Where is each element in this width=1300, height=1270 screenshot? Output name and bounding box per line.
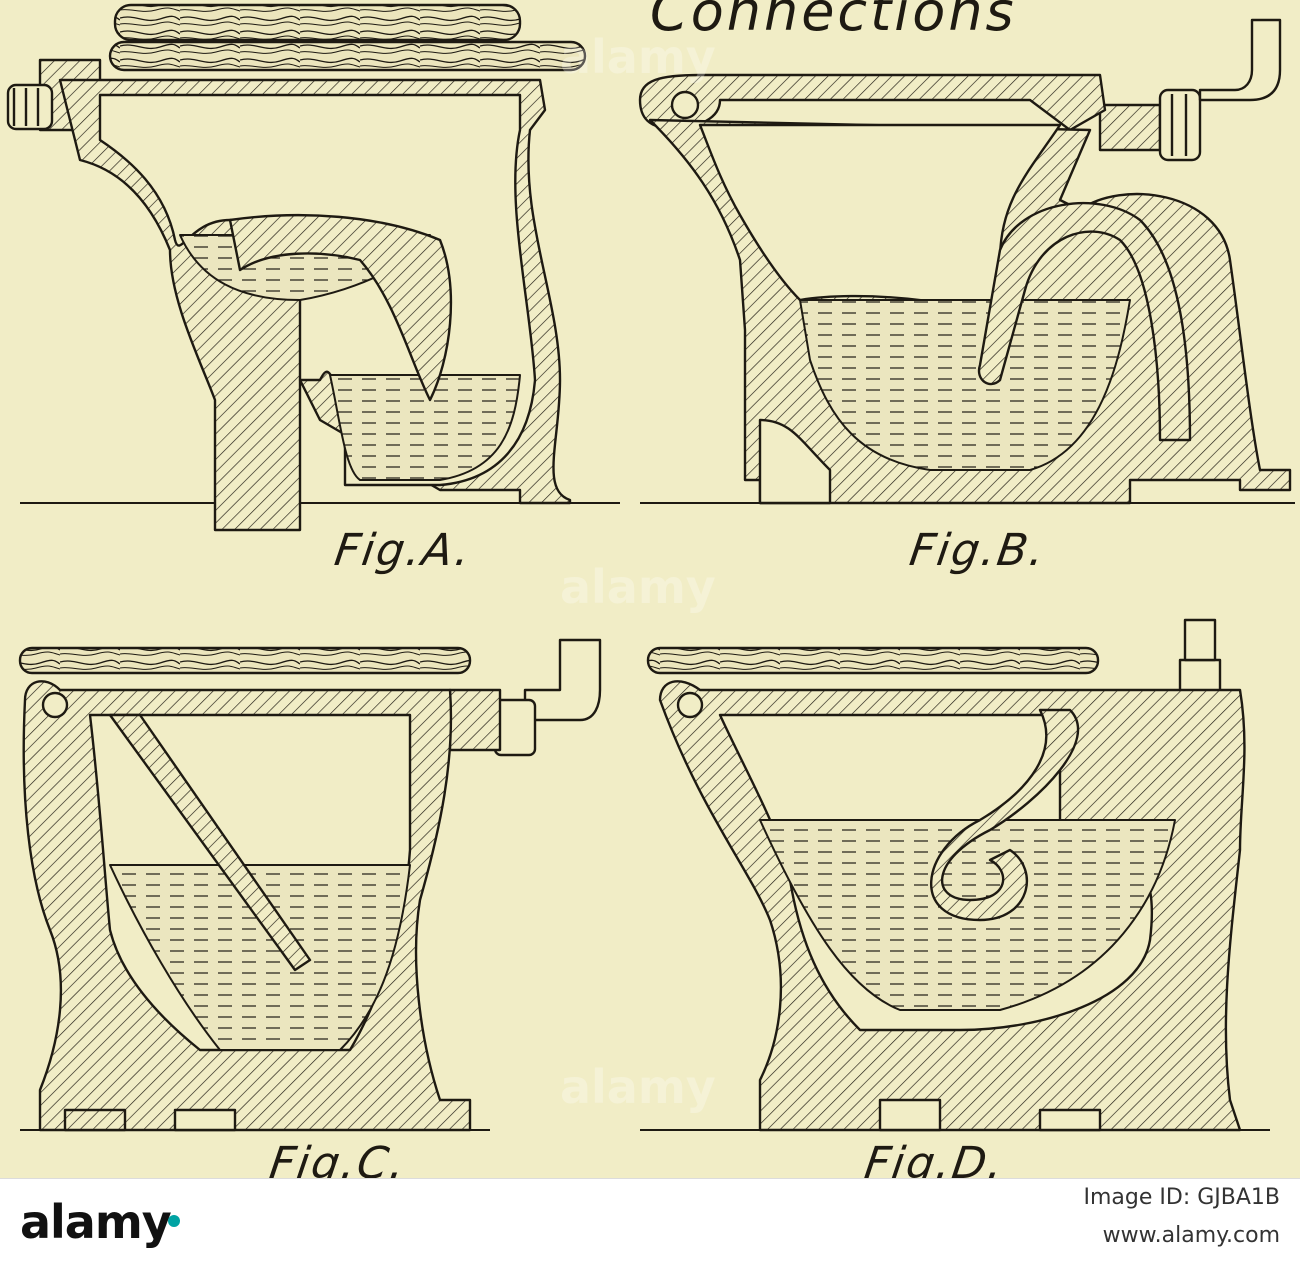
figure-b-label: Fig.B. (906, 525, 1050, 576)
alamy-logo: alamy (20, 1195, 172, 1249)
stock-url-text: www.alamy.com (1102, 1223, 1280, 1248)
watermark: alamy (560, 30, 716, 84)
fig-a-lid (113, 3, 522, 42)
watermark: alamy (560, 1060, 716, 1114)
fig-a-seat (108, 40, 587, 72)
fig-d-seat (646, 646, 1100, 675)
fig-c-seat (18, 646, 472, 675)
figure-d-drawing (640, 618, 1270, 1132)
image-id-text: Image ID: GJBA1B (1083, 1185, 1281, 1210)
figure-b-drawing (638, 18, 1295, 505)
logo-dot-icon (168, 1215, 180, 1227)
stock-footer: alamy Image ID: GJBA1B www.alamy.com (0, 1178, 1300, 1270)
figure-a-label: Fig.A. (331, 525, 475, 576)
toilet-sections-drawing (6, 3, 1295, 1132)
diagram-plate: Connections Fig.A. Fig.B. Fig.C. Fig.D. … (0, 0, 1300, 1189)
figure-a-drawing (6, 3, 620, 532)
watermark: alamy (560, 560, 716, 614)
figure-c-drawing (18, 638, 602, 1132)
diagram-heading: Connections (650, 0, 1017, 43)
